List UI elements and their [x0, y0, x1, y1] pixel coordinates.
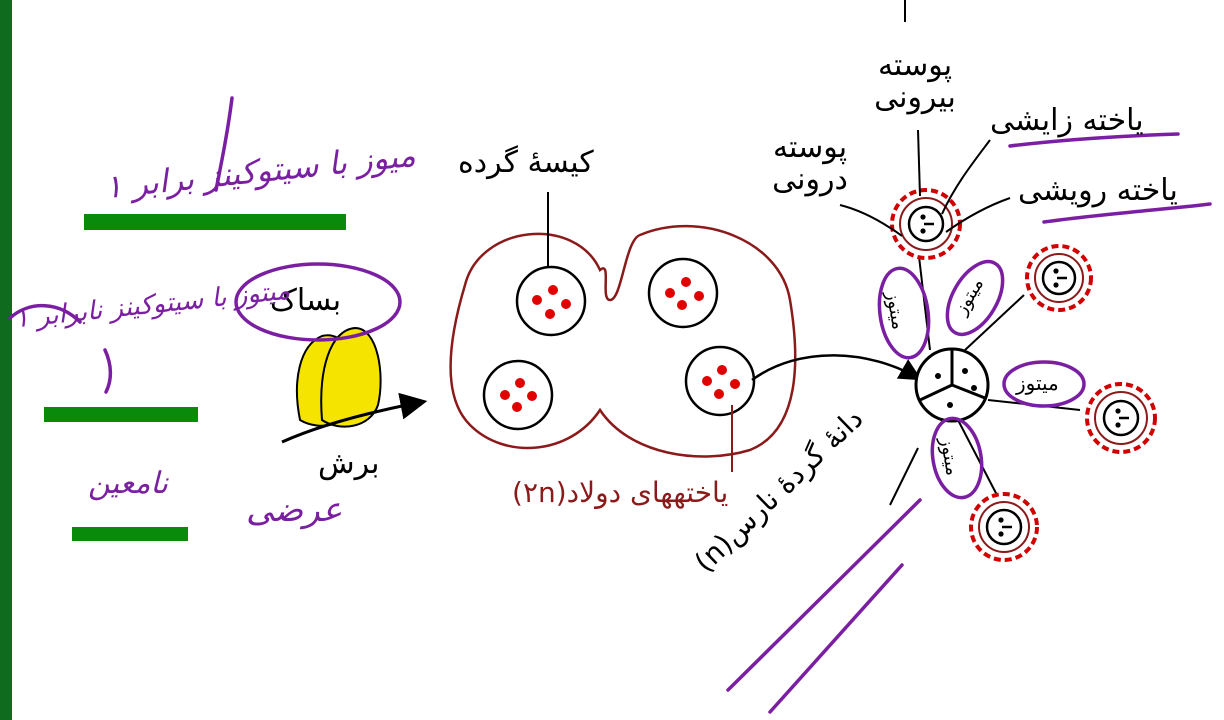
pollen-sac [482, 359, 554, 431]
mother-cells-label: یاختههای دولاد(۲n) [512, 476, 729, 509]
tetrad-cell [914, 347, 990, 423]
arrow-line [957, 419, 999, 498]
outer-wall-pointer [917, 129, 921, 197]
green-underline-3 [72, 527, 188, 541]
green-underline-1 [84, 214, 346, 230]
inner-wall-pointer [839, 204, 903, 237]
anther-icon [295, 326, 382, 428]
tube-cell-pointer [945, 197, 1011, 233]
generative-cell-label: یاخته زایشی [990, 103, 1144, 138]
pollen-grain-icon [890, 188, 962, 260]
cut-arrow-icon [281, 392, 428, 444]
green-underline-2 [44, 407, 198, 422]
mitosis-label: میتوز [1016, 371, 1059, 395]
cut-label: برش [318, 446, 380, 481]
pollen-sac [647, 257, 719, 329]
outer-wall-label: پوسته بیرونی [874, 48, 956, 115]
handwritten-note: نامعین [88, 466, 168, 501]
pollen-grain-icon [1085, 382, 1157, 454]
tube-cell-label: یاخته رویشی [1018, 173, 1178, 208]
pollen-sac [684, 345, 756, 417]
handwritten-note: عرضی [246, 490, 343, 530]
anther-section-outline [449, 225, 797, 458]
left-edge-bar [0, 0, 12, 720]
immature-pollen-pointer [889, 447, 919, 506]
pollen-grain-icon [1025, 244, 1093, 312]
arrow-line [964, 294, 1025, 351]
pollen-sac [515, 265, 587, 337]
purple-annotation-strokes [8, 96, 1212, 714]
anther-label: بساک [270, 283, 342, 318]
generative-cell-pointer [941, 139, 991, 215]
pollen-grain-icon [969, 492, 1039, 562]
arrow-right-icon [751, 354, 922, 382]
pollen-sac-label: کیسهٔ گرده [458, 145, 594, 180]
inner-wall-label: پوسته درونی [772, 130, 848, 197]
anther-label-circle [234, 262, 402, 342]
